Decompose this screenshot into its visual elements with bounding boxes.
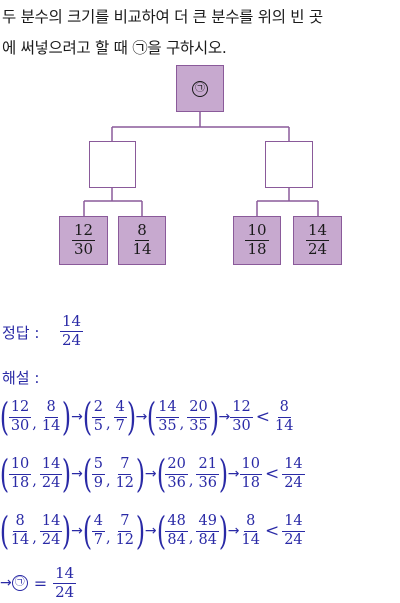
right-paren: ) [135,452,146,496]
left-paren: ( [82,395,92,439]
left-paren: ( [0,509,10,553]
right-paren: ) [218,509,228,553]
circle-giyeok-mark: ㉠ [11,575,28,591]
arrow: → [0,575,12,591]
comma: , [188,530,194,546]
comma: , [105,416,111,432]
less-than-sign: < [264,521,280,541]
arrow: → [144,523,157,539]
left-paren: ( [147,395,157,439]
comma: , [32,416,37,432]
arrow: → [144,466,157,482]
left-paren: ( [82,452,92,496]
comma: , [105,473,111,489]
tree-empty-box-left[interactable] [89,141,136,188]
right-paren: ) [209,395,219,439]
left-paren: ( [0,395,10,439]
comma: , [32,473,37,489]
arrow: → [71,466,83,482]
right-paren: ) [135,509,146,553]
comma: , [105,530,111,546]
arrow: → [227,466,240,482]
left-paren: ( [82,509,92,553]
question-line-2: 에 써넣으려고 할 때 ㉠을 구하시오. [2,39,227,57]
tree-connectors [83,112,319,216]
question-line-1: 두 분수의 크기를 비교하여 더 큰 분수를 위의 빈 곳 [2,8,323,26]
tree-root-node: ㉠ [176,65,224,112]
arrow: → [71,523,83,539]
arrow: → [135,409,148,425]
less-than-sign: < [264,464,280,484]
right-paren: ) [62,395,72,439]
circle-giyeok-mark: ㉠ [192,80,208,97]
right-paren: ) [126,395,136,439]
left-paren: ( [0,452,10,496]
comma: , [179,416,185,432]
right-paren: ) [62,452,72,496]
equals-sign: = [33,573,48,593]
left-paren: ( [156,452,166,496]
arrow: → [218,409,231,425]
comma: , [32,530,37,546]
question-text: 두 분수의 크기를 비교하여 더 큰 분수를 위의 빈 곳 에 써넣으려고 할 … [2,2,398,64]
answer-label: 정답 : [2,324,40,342]
explanation-label: 해설 : [2,369,40,387]
left-paren: ( [156,509,166,553]
comma: , [188,473,194,489]
less-than-sign: < [255,407,270,427]
arrow: → [227,523,240,539]
arrow: → [71,409,83,425]
right-paren: ) [62,509,72,553]
right-paren: ) [218,452,228,496]
tree-empty-box-right[interactable] [265,141,313,188]
